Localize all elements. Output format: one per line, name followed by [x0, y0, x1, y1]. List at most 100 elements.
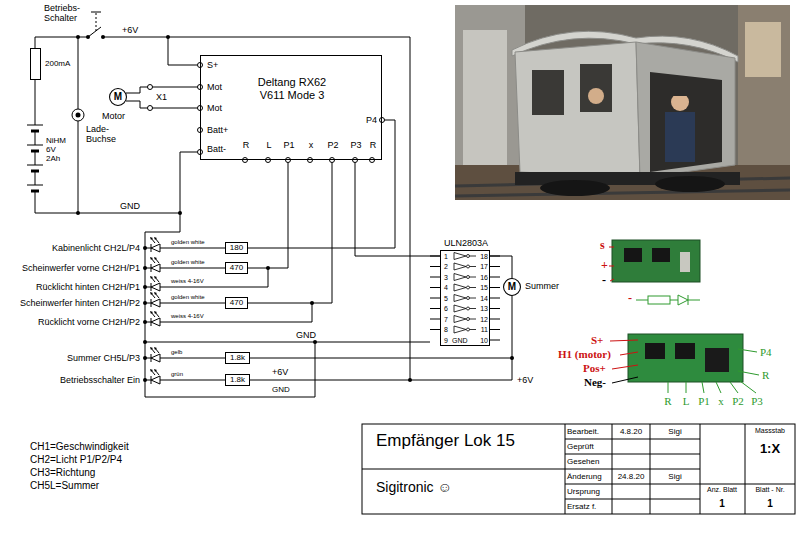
pin-circle [380, 118, 385, 123]
module-part [680, 252, 690, 272]
buffer-symbol [470, 298, 477, 299]
pad-label: P4 [760, 346, 772, 359]
pin-stub [490, 329, 500, 330]
pad-label: Neg- [584, 376, 606, 389]
pin-label: 4 [444, 284, 448, 292]
module-chip [705, 348, 729, 372]
pin-label: 17 [480, 263, 488, 271]
wire-connector [126, 101, 200, 108]
buffer-symbol [470, 308, 477, 309]
fuse-symbol: 200mA [30, 48, 41, 80]
table-cell: Anz. Blatt [707, 486, 737, 494]
resistor-symbol: 1.8k [225, 374, 250, 386]
net-label: +6V [272, 367, 288, 377]
wire [103, 37, 410, 380]
title-block [612, 424, 613, 514]
channel-note: CH3=Richtung [30, 467, 95, 479]
led-symbol [151, 244, 152, 252]
connector-label: X1 [156, 92, 167, 102]
led-label: Scheinwerfer vorne CH2H/P1 [22, 263, 140, 273]
module-board [628, 334, 743, 382]
led-label: Kabinenlicht CH2L/P4 [52, 243, 140, 253]
buffer-symbol [467, 265, 470, 268]
buffer-symbol [467, 328, 470, 331]
pin-circle [243, 158, 248, 163]
pin-stub [490, 287, 500, 288]
pin-label: x [309, 140, 314, 150]
buffer-symbol [470, 277, 477, 278]
pad-label: R [664, 395, 671, 408]
led-symbol [151, 354, 160, 362]
led-symbol [151, 318, 160, 326]
buffer-symbol [470, 287, 477, 288]
wire [35, 151, 36, 165]
pin-stub [430, 277, 440, 278]
building-wall [455, 5, 525, 170]
pin-label: P2 [327, 140, 338, 150]
loco-front [515, 42, 640, 178]
wire [160, 248, 225, 249]
table-cell: Gesehen [567, 457, 599, 466]
buffer-symbol [467, 297, 470, 300]
buffer-symbol [454, 263, 466, 270]
led-symbol [150, 276, 157, 279]
led-symbol [150, 237, 157, 240]
table-cell: Sigi [668, 472, 681, 481]
loco-window [532, 70, 564, 115]
channel-note: CH5L=Summer [30, 480, 99, 492]
wire-connector [248, 160, 332, 303]
led-symbol [151, 299, 152, 307]
node-text: 180 [230, 243, 243, 252]
buffer-symbol [454, 316, 466, 323]
net-label: GND [120, 201, 140, 211]
junction-dot [143, 378, 147, 382]
led-symbol [150, 311, 157, 314]
pin-label: 12 [480, 316, 488, 324]
wire [78, 37, 79, 109]
resistor-symbol: 1.8k [225, 352, 250, 364]
module-chip [652, 248, 670, 262]
buffer-symbol [470, 329, 477, 330]
leader-line [610, 340, 638, 369]
pad-label: H1 (motor) [558, 348, 611, 361]
node-text: Deltang RX62 V611 Mode 3 [250, 76, 334, 101]
pin-label: L [266, 140, 271, 150]
led-label: Scheinwerfer hinten CH2H/P2 [20, 298, 140, 308]
wire-connector [490, 256, 512, 278]
junction-dot [86, 35, 90, 39]
pad-label: x [718, 395, 724, 408]
buffer-symbol [467, 318, 470, 321]
buffer-symbol [454, 305, 466, 312]
switch-label: Betriebs- Schalter [44, 3, 90, 24]
wire [160, 268, 268, 287]
pin-label: 5 [444, 295, 448, 303]
circle-outline [110, 89, 127, 106]
led-color: golden white [171, 294, 205, 301]
wire [250, 358, 512, 359]
table-cell: 24.8.20 [618, 472, 645, 481]
pin-label: R [243, 140, 250, 150]
battery-plate [27, 145, 43, 146]
pin-stub [490, 319, 500, 320]
pin-label: S+ [207, 60, 218, 70]
jack-symbol [72, 109, 84, 121]
module-board [612, 240, 700, 282]
pin-stub [490, 266, 500, 267]
junction-dot [510, 356, 514, 360]
module-chip [624, 248, 642, 262]
title-block [565, 439, 700, 440]
buffer-symbol [467, 255, 470, 258]
title-block [650, 424, 651, 514]
led-symbol [151, 244, 160, 252]
node-text: 200mA [45, 59, 70, 68]
led-color: golden white [171, 259, 205, 266]
author-name: Sigitronic ☺ [376, 479, 452, 495]
title-block [565, 454, 700, 455]
junction-dot [76, 211, 80, 215]
led-symbol [151, 283, 152, 291]
pin-stub [430, 287, 440, 288]
table-cell: Ursprung [567, 487, 600, 496]
passenger-head [588, 88, 604, 104]
table-cell: Sigi [668, 427, 681, 436]
